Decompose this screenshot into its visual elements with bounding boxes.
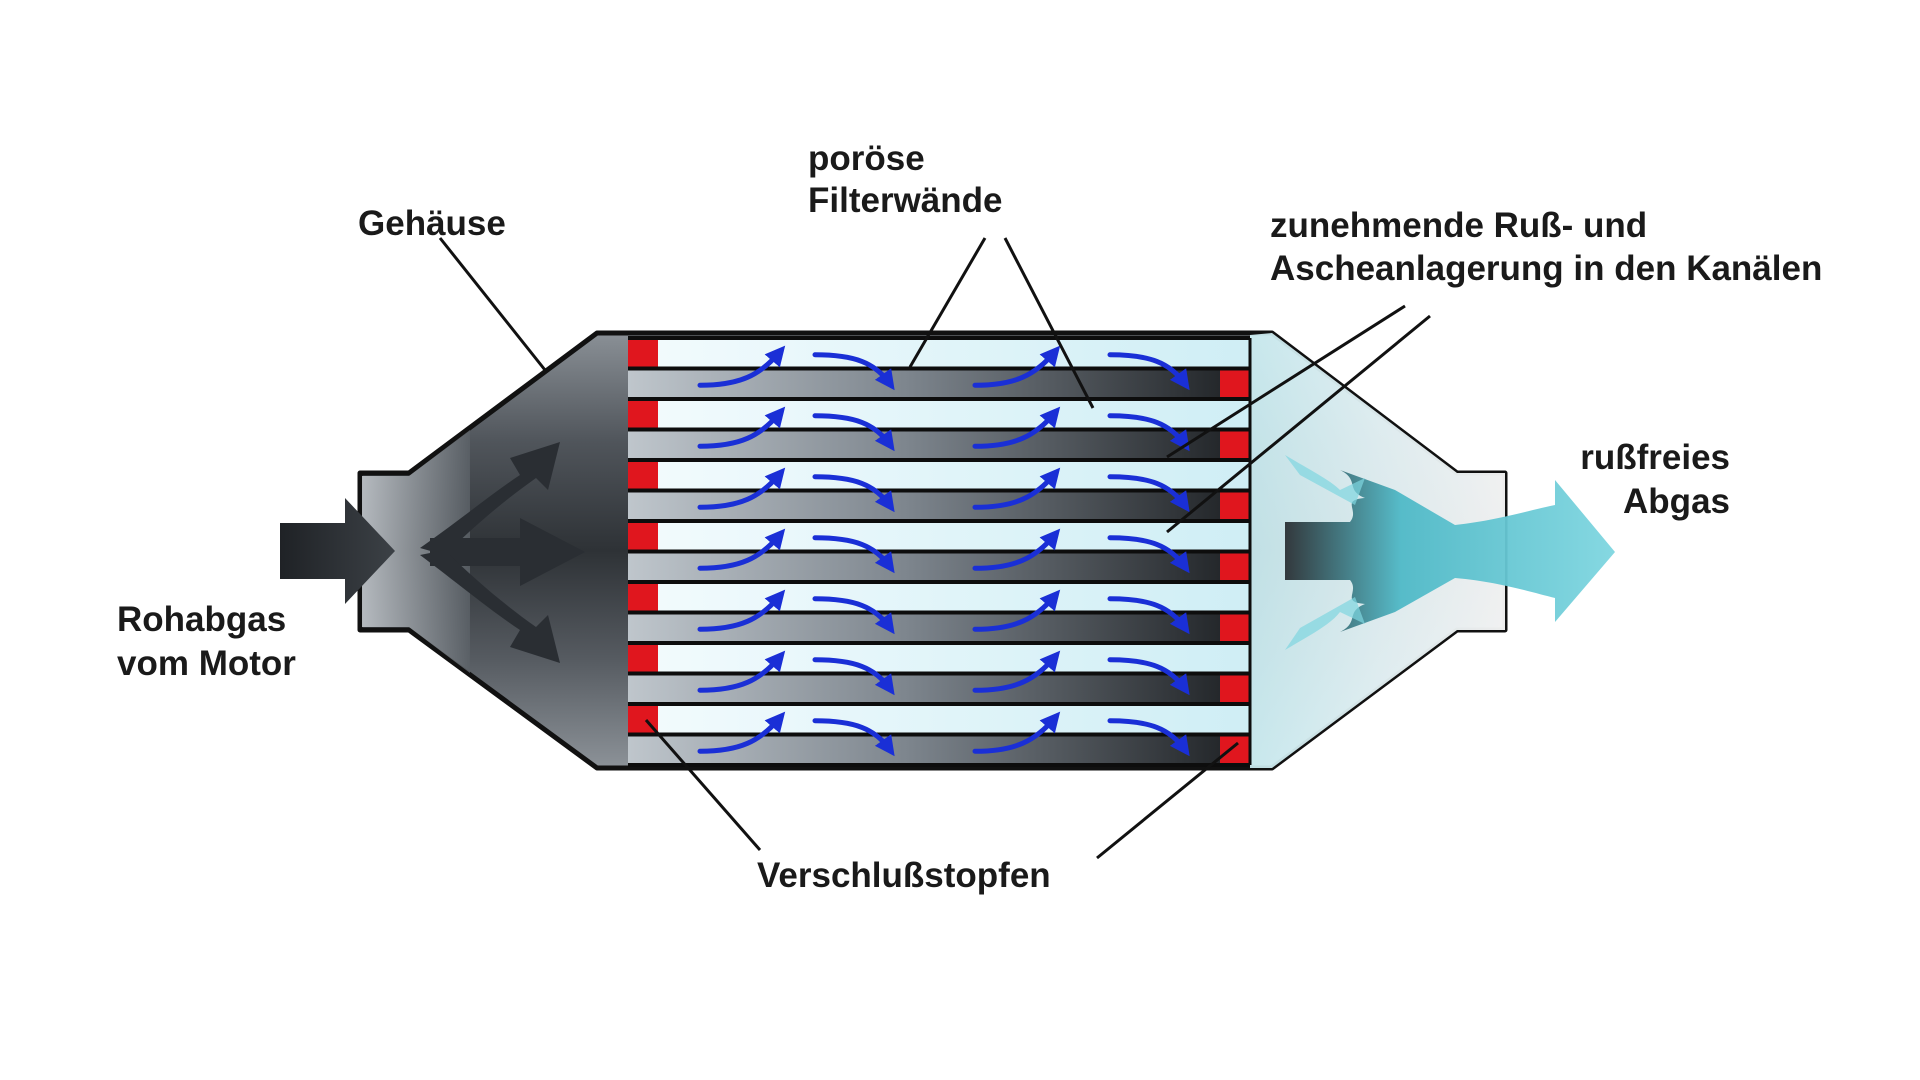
inlet-channel [628,704,1250,735]
flow-arrow-down [1107,718,1190,757]
flow-arrow-down [1107,596,1190,635]
inlet-plug [628,644,658,673]
flow-arrow-up [972,711,1061,754]
label-plugs: Verschlußstopfen [757,856,1051,895]
flow-arrow-up [697,467,786,510]
inlet-channel [628,582,1250,613]
flow-arrow-up [972,650,1061,693]
leader-lines [438,237,1431,860]
inlet-plug [628,339,658,368]
leader-wall-1 [908,237,987,368]
inlet-channel [628,460,1250,491]
label-porous-walls-line2: Filterwände [808,181,1002,220]
label-clean-gas-line1: rußfreies [1580,438,1730,477]
clean-gas-outflow-arrow [1285,455,1615,650]
flow-arrow-up [972,406,1061,449]
flow-arrow-down [812,718,895,757]
flow-arrow-up [697,406,786,449]
flow-arrow-down [812,413,895,452]
flow-arrow-up [697,345,786,388]
outlet-plug [1220,369,1250,398]
inlet-plug [628,461,658,490]
inlet-zone [362,430,470,673]
raw-gas-inflow-arrow [280,442,585,663]
outlet-plug [1220,674,1250,703]
label-clean-gas-line2: Abgas [1623,482,1730,521]
leader-plug-1 [644,719,762,851]
inlet-plug [628,522,658,551]
leader-plug-2 [1096,741,1239,860]
outlet-plug [1220,430,1250,459]
flow-arrow-down [812,352,895,391]
flow-arrow-down [812,474,895,513]
inlet-channel [628,643,1250,674]
flow-arrow-down [812,535,895,574]
label-housing: Gehäuse [358,204,506,243]
label-raw-gas-line1: Rohabgas [117,600,286,639]
flow-arrow-down [812,657,895,696]
outlet-plug [1220,735,1250,764]
inlet-plug [628,583,658,612]
inlet-channel [628,399,1250,430]
outlet-plug [1220,613,1250,642]
labels: Gehäuse poröse Filterwände zunehmende Ru… [117,139,1822,895]
flow-arrow-down [812,596,895,635]
inlet-channel [628,521,1250,552]
flow-arrow-up [972,345,1061,388]
flow-arrows [697,345,1190,757]
flow-arrow-down [1107,413,1190,452]
label-porous-walls-line1: poröse [808,139,925,178]
flow-arrow-up [697,711,786,754]
outlet-plug [1220,491,1250,520]
flow-arrow-up [697,589,786,632]
leader-wall-2 [1003,237,1095,409]
flow-arrow-up [972,467,1061,510]
leader-soot-1 [1166,304,1406,459]
flow-arrow-up [697,650,786,693]
label-soot-line2: Ascheanlagerung in den Kanälen [1270,249,1822,288]
inlet-plug [628,400,658,429]
flow-arrow-up [972,589,1061,632]
label-soot-line1: zunehmende Ruß- und [1270,206,1647,245]
flow-arrow-down [1107,535,1190,574]
flow-arrow-up [972,528,1061,571]
leader-soot-2 [1166,314,1431,534]
inlet-channel [628,338,1250,369]
flow-arrow-down [1107,352,1190,391]
leader-housing [438,237,547,371]
label-raw-gas-line2: vom Motor [117,644,296,683]
outlet-plug [1220,552,1250,581]
flow-arrow-down [1107,657,1190,696]
filter-channels [628,336,1252,767]
flow-arrow-down [1107,474,1190,513]
flow-arrow-up [697,528,786,571]
